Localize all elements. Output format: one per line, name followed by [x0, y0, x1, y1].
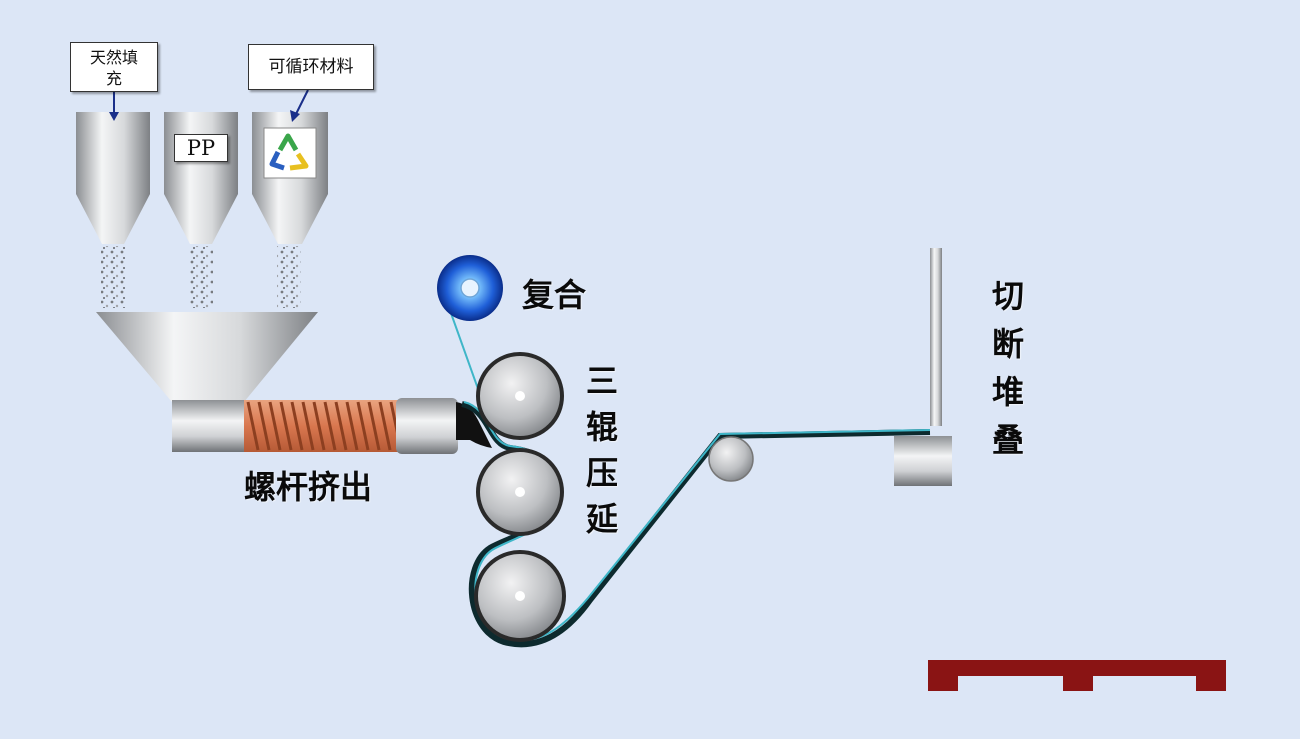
label-pp: PP [174, 134, 228, 162]
screw-extruder [244, 398, 492, 454]
calender-roll-bottom [474, 550, 566, 642]
screw-thread [367, 401, 381, 451]
label-natural-filler: 天然填充 [70, 42, 158, 92]
pallet [928, 660, 1226, 691]
screw-thread [290, 401, 304, 451]
label-composite: 复合 [522, 276, 587, 314]
label-recycled-material: 可循环材料 [248, 44, 374, 90]
label-cut-stack: 切断堆叠 [991, 277, 1024, 459]
recycle-icon [263, 127, 317, 179]
screw-thread [323, 401, 337, 451]
arrow-recycled [290, 89, 309, 122]
arrow-natural-filler [109, 90, 119, 121]
sheet-path-shadow [461, 401, 931, 648]
cutter-blade [894, 248, 952, 486]
label-natural-filler-text: 天然填充 [89, 48, 138, 88]
screw-thread [257, 401, 271, 451]
label-recycled-material-text: 可循环材料 [268, 57, 354, 77]
screw-thread [279, 401, 293, 451]
screw-thread [312, 401, 326, 451]
calender-roll-middle [476, 448, 564, 536]
film-roll-icon [437, 255, 503, 321]
calender-roll-top [476, 352, 564, 440]
hopper-natural-filler [76, 112, 150, 308]
guide-roller [708, 436, 754, 482]
screw-thread [378, 401, 392, 451]
screw-thread [334, 401, 348, 451]
screw-thread [268, 401, 282, 451]
screw-thread [345, 401, 359, 451]
feed-funnel [96, 312, 318, 452]
screw-thread [246, 401, 260, 451]
screw-thread [301, 401, 315, 451]
label-screw-extrusion: 螺杆挤出 [244, 468, 373, 506]
label-pp-text: PP [186, 136, 216, 160]
screw-thread [356, 401, 370, 451]
label-three-roll-calendering: 三辊压延 [585, 362, 618, 538]
